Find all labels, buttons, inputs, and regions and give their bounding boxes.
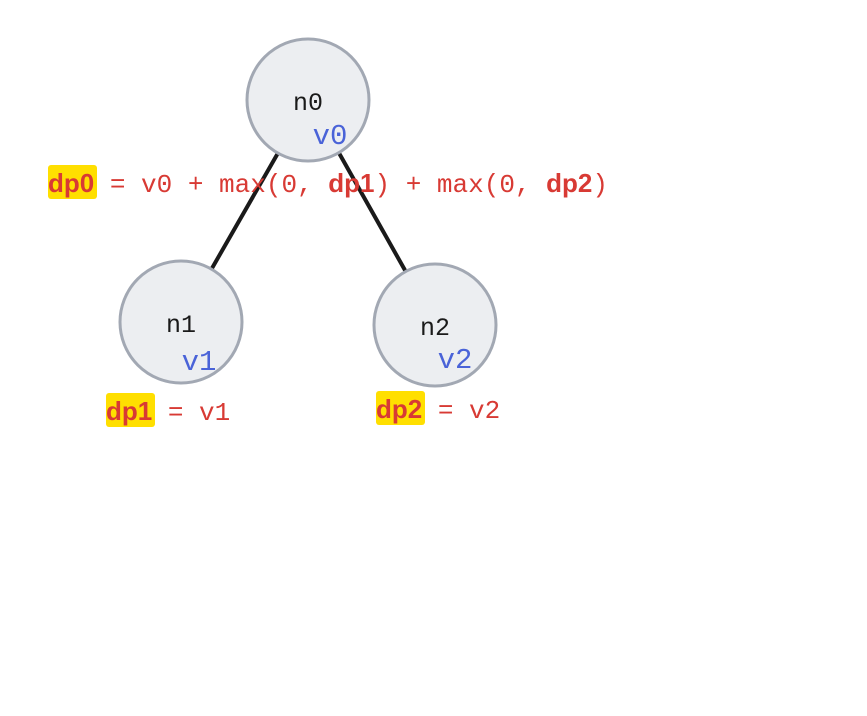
- formula-dp0-text: dp0 = v0 + max(0, dp1) + max(0, dp2): [48, 168, 608, 200]
- node-n2-label: n2: [420, 314, 450, 343]
- node-n2: n2 v2: [372, 262, 498, 388]
- node-n0: n0 v0: [245, 37, 371, 163]
- highlight-dp0: [48, 165, 97, 199]
- edge-n0-n1: [209, 151, 280, 272]
- formula-dp1-text: dp1 = v1: [106, 396, 230, 428]
- node-n1-label: n1: [166, 311, 196, 340]
- node-n1-value: v1: [182, 346, 217, 379]
- formula-dp0-ref2: dp2: [546, 168, 592, 198]
- formula-dp2: dp2 = v2: [376, 391, 500, 426]
- formula-dp0-mid: ) + max(0,: [375, 170, 547, 200]
- formula-dp0-end: ): [592, 170, 608, 200]
- formula-dp0: dp0 = v0 + max(0, dp1) + max(0, dp2): [48, 165, 608, 200]
- node-n0-value: v0: [313, 120, 348, 153]
- formula-dp1-target: dp1: [106, 396, 152, 426]
- formula-dp0-target: dp0: [48, 168, 94, 198]
- node-n2-value: v2: [438, 344, 473, 377]
- formula-dp2-text: dp2 = v2: [376, 394, 500, 426]
- node-n1: n1 v1: [118, 259, 244, 385]
- formula-dp2-target: dp2: [376, 394, 422, 424]
- formula-dp1: dp1 = v1: [106, 393, 230, 428]
- formula-dp0-eq: = v0 + max(0,: [94, 170, 328, 200]
- edge-n0-n2: [337, 151, 408, 274]
- node-n0-label: n0: [293, 89, 323, 118]
- highlight-dp1: [106, 393, 155, 427]
- formula-dp1-rest: = v1: [152, 398, 230, 428]
- formula-dp2-rest: = v2: [422, 396, 500, 426]
- formula-dp0-ref1: dp1: [328, 168, 374, 198]
- highlight-dp2: [376, 391, 425, 425]
